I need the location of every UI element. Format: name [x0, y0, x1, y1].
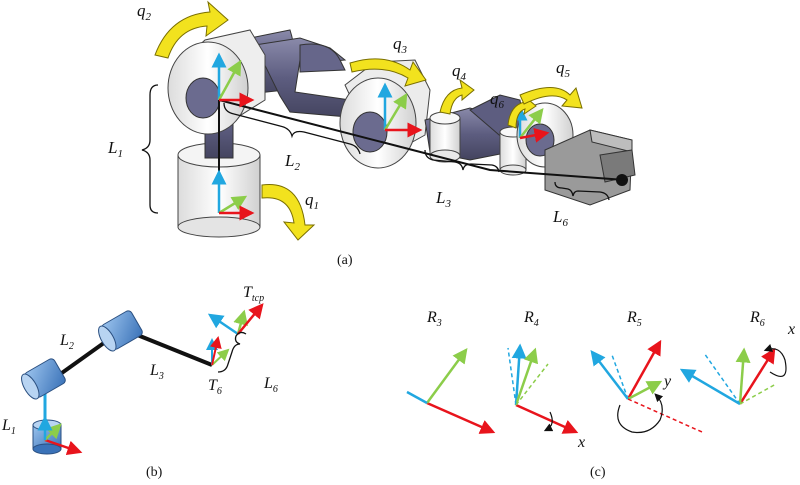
- frame-T6: [206, 336, 230, 366]
- label-L1: L1: [107, 138, 123, 160]
- panel-a-robot-render: q2 q1 q3 q4 q5 q6 L1 L2 L3 L6 (a): [107, 0, 636, 268]
- q6-rotation-arrow: [507, 93, 537, 129]
- label-q5: q5: [556, 58, 571, 80]
- frame-base: [211, 169, 255, 221]
- label-R4: R4: [523, 309, 539, 329]
- q1-rotation-arrow: [261, 184, 316, 241]
- label-b-L3: L3: [149, 362, 164, 382]
- brace-L2: [223, 102, 361, 155]
- caption-a: (a): [337, 253, 353, 268]
- frame-elbow: [377, 82, 423, 138]
- label-q4: q4: [452, 61, 467, 83]
- label-q2: q2: [137, 1, 152, 23]
- label-L3: L3: [435, 188, 451, 210]
- label-L6: L6: [552, 207, 568, 229]
- q2-rotation-arrow: [154, 0, 229, 59]
- gripper: [544, 129, 636, 206]
- q4-rotation-arrow: [439, 78, 475, 115]
- panel-b-kinematic-model: L2 L3 L1 L6 T6 Ttcp (b): [1, 284, 278, 480]
- label-b-L1: L1: [1, 417, 16, 437]
- brace-b-L6: [217, 331, 247, 373]
- frame-R3: [406, 347, 496, 434]
- label-L2: L2: [284, 151, 300, 173]
- label-b-L2: L2: [59, 332, 74, 352]
- label-q3: q3: [393, 34, 408, 56]
- brace-L6: [554, 181, 610, 201]
- frame-R6: [679, 344, 787, 406]
- label-b-T6: T6: [208, 377, 222, 397]
- forearm-link: [299, 43, 346, 73]
- rotation-arrows: [154, 0, 583, 241]
- brace-L1: [141, 84, 159, 214]
- axis-label-y-R5: y: [662, 373, 672, 390]
- axis-label-x-R4: x: [577, 434, 585, 451]
- model-base-frame: [37, 415, 83, 456]
- wrist-joint-q4: [429, 111, 461, 163]
- frame-Ttcp: [207, 303, 264, 336]
- label-R5: R5: [626, 309, 642, 329]
- axis-label-x-R6: x: [787, 321, 795, 338]
- model-shoulder-joint: [21, 358, 66, 400]
- label-R6: R6: [749, 309, 765, 329]
- frame-shoulder: [211, 52, 255, 108]
- label-R3: R3: [426, 309, 442, 329]
- kinematic-chain-line: [218, 98, 626, 212]
- q3-rotation-arrow: [349, 58, 427, 87]
- label-q1: q1: [305, 190, 319, 212]
- panel-c-rotation-frames: R3 R4 R5 R6 x y x (c): [406, 309, 795, 480]
- label-b-Ttcp: Ttcp: [243, 284, 264, 304]
- frame-R4: [507, 343, 579, 434]
- caption-b: (b): [146, 465, 163, 480]
- model-elbow-joint: [98, 310, 143, 352]
- caption-c: (c): [590, 465, 606, 480]
- frame-R5: [590, 339, 703, 434]
- label-q6: q6: [490, 89, 505, 111]
- label-b-L6: L6: [263, 375, 278, 395]
- brace-L3: [424, 149, 500, 173]
- q5-rotation-arrow: [519, 86, 583, 109]
